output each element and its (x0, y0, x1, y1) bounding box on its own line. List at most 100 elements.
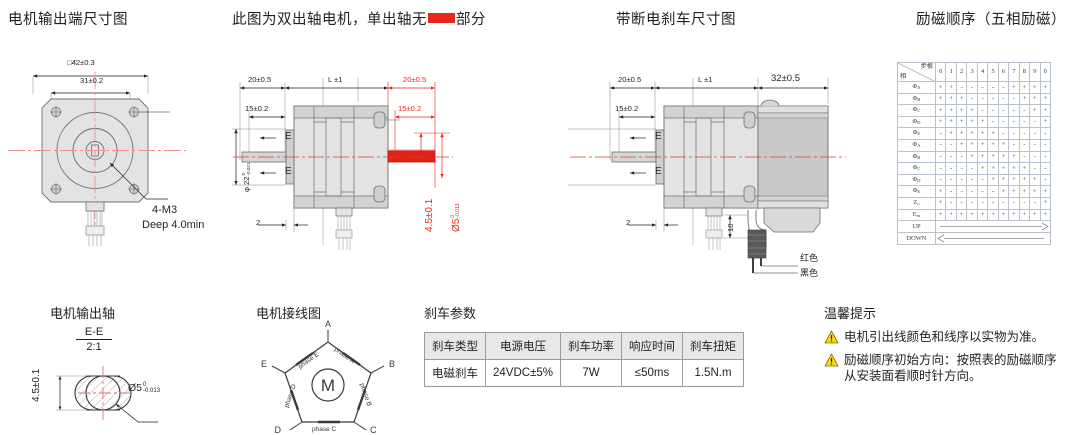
excitation-cell: + (1029, 173, 1041, 187)
excitation-cell: + (1018, 208, 1031, 222)
excitation-cell: + (1029, 92, 1041, 106)
excitation-cell: - (966, 92, 978, 106)
excitation-cell: + (934, 81, 947, 94)
excitation-cell: + (1039, 92, 1052, 106)
excitation-cell: - (976, 196, 989, 210)
dim-d22-value: φ 22 (242, 176, 251, 192)
excitation-cell: + (945, 81, 957, 94)
excitation-cell: + (955, 92, 968, 106)
excitation-cell: + (1029, 81, 1041, 94)
dim-p3-left-shaft: 15±0.2 (615, 104, 639, 113)
excitation-cell: + (997, 185, 1010, 198)
excitation-cell: - (1029, 196, 1041, 210)
excitation-cell: + (1029, 104, 1041, 117)
brake-param-cell-1: 24VDC±5% (484, 359, 562, 387)
excitation-cell: + (987, 173, 999, 187)
excitation-cell: + (1018, 173, 1031, 187)
excitation-cell: + (934, 92, 947, 106)
excitation-cell: + (934, 208, 947, 222)
excitation-cell: + (987, 138, 999, 152)
excitation-row: Em+++++++++++ (897, 208, 1052, 222)
excitation-phase-label: ΦA (897, 138, 936, 152)
excitation-phase-label: ΦA (897, 81, 936, 94)
excitation-cell: - (1018, 115, 1031, 129)
excitation-cell: + (934, 196, 947, 210)
dim-p2-body-length: L ±1 (328, 75, 343, 84)
excitation-step-9: 9 (1029, 62, 1041, 82)
p3-section-mark-e-top: E (655, 131, 662, 142)
excitation-cell: - (955, 150, 968, 164)
excitation-cell: + (1039, 81, 1052, 94)
excitation-cell: + (1039, 196, 1052, 210)
section-scale: 2:1 (86, 341, 102, 353)
dim-shaft-dia-value: Ø5 (451, 218, 462, 232)
excitation-row: ΦB+++-----+++ (897, 92, 1052, 106)
svg-text:phase C: phase C (312, 426, 337, 433)
excitation-cell: - (1018, 127, 1031, 140)
p3-section-mark-e-bottom: E (655, 166, 662, 177)
excitation-step-0: 0 (934, 62, 947, 82)
dim-p3-body-length: L ±1 (698, 75, 713, 84)
excitation-row: ΦA--+++++---- (897, 138, 1052, 152)
excitation-cell: - (934, 127, 947, 140)
excitation-cell: - (997, 104, 1010, 117)
svg-text:A: A (325, 319, 331, 329)
excitation-row: ΦA++-----++++ (897, 81, 1052, 94)
excitation-cell: - (955, 185, 968, 198)
excitation-cell: + (934, 185, 947, 198)
excitation-phase-label: ΦB (897, 92, 936, 106)
excitation-cell: + (997, 162, 1010, 175)
excitation-row: ΦD-----+++++- (897, 173, 1052, 187)
excitation-cell: + (966, 150, 978, 164)
excitation-cell: - (1018, 138, 1031, 152)
excitation-cell: + (1018, 92, 1031, 106)
excitation-cell: - (945, 196, 957, 210)
dim-shaft-dia-lower: -0.013 (455, 203, 462, 218)
excitation-cell: - (1029, 115, 1041, 129)
excitation-cell: + (955, 138, 968, 152)
dim-p2-right-length: 20±0.5 (403, 75, 427, 84)
excitation-cell: + (955, 127, 968, 140)
excitation-cell: + (945, 127, 957, 140)
excitation-cell: + (945, 104, 957, 117)
svg-text:E: E (261, 359, 267, 369)
excitation-cell: + (955, 104, 968, 117)
excitation-cell: - (966, 173, 978, 187)
brake-param-cell-3: ≤50ms (621, 359, 684, 387)
dim-p3-left-length: 20±0.5 (618, 75, 642, 84)
excitation-cell: - (987, 92, 999, 106)
excitation-cell: - (945, 173, 957, 187)
dim-d22-lower: -0.021 (246, 162, 251, 176)
excitation-cell: + (1039, 185, 1052, 198)
excitation-cell: - (1008, 104, 1020, 117)
excitation-cell: + (1008, 162, 1020, 175)
excitation-cell: + (1008, 150, 1020, 164)
excitation-cell: - (966, 81, 978, 94)
excitation-row: Zo+---------+ (897, 196, 1052, 210)
callout-depth: Deep 4.0min (142, 219, 205, 231)
excitation-cell: + (976, 138, 989, 152)
brake-param-header-1: 电源电压 (484, 332, 562, 360)
svg-text:D: D (275, 425, 282, 435)
excitation-cell: + (1039, 208, 1052, 222)
dim-p2-flange: 2 (256, 218, 261, 227)
shaft-section-title: 电机输出轴 (50, 306, 116, 321)
excitation-row: ΦB---+++++--- (897, 150, 1052, 164)
wiring-pentagon-drawing: M A B C D E phase A phase B phase C phas… (248, 319, 408, 435)
svg-text:M: M (321, 376, 335, 395)
excitation-cell: + (1029, 185, 1041, 198)
excitation-cell: + (966, 127, 978, 140)
brake-param-header-4: 刹车扭矩 (682, 332, 745, 360)
excitation-cell: + (1008, 208, 1020, 222)
excitation-row: ΦC++++-----++ (897, 104, 1052, 117)
excitation-cell: + (966, 104, 978, 117)
excitation-cell: - (997, 92, 1010, 106)
excitation-cell: + (1039, 115, 1052, 129)
panel-double-shaft-title: 此图为双出轴电机，单出轴无部分 (232, 8, 486, 29)
excitation-phase-label: Zo (897, 196, 936, 210)
excitation-cell: + (997, 173, 1010, 187)
wire-label-black: 黑色 (800, 268, 819, 278)
excitation-row: ΦE+-----+++++ (897, 185, 1052, 198)
excitation-row: ΦD+++++-----+ (897, 115, 1052, 129)
excitation-cell: - (976, 81, 989, 94)
